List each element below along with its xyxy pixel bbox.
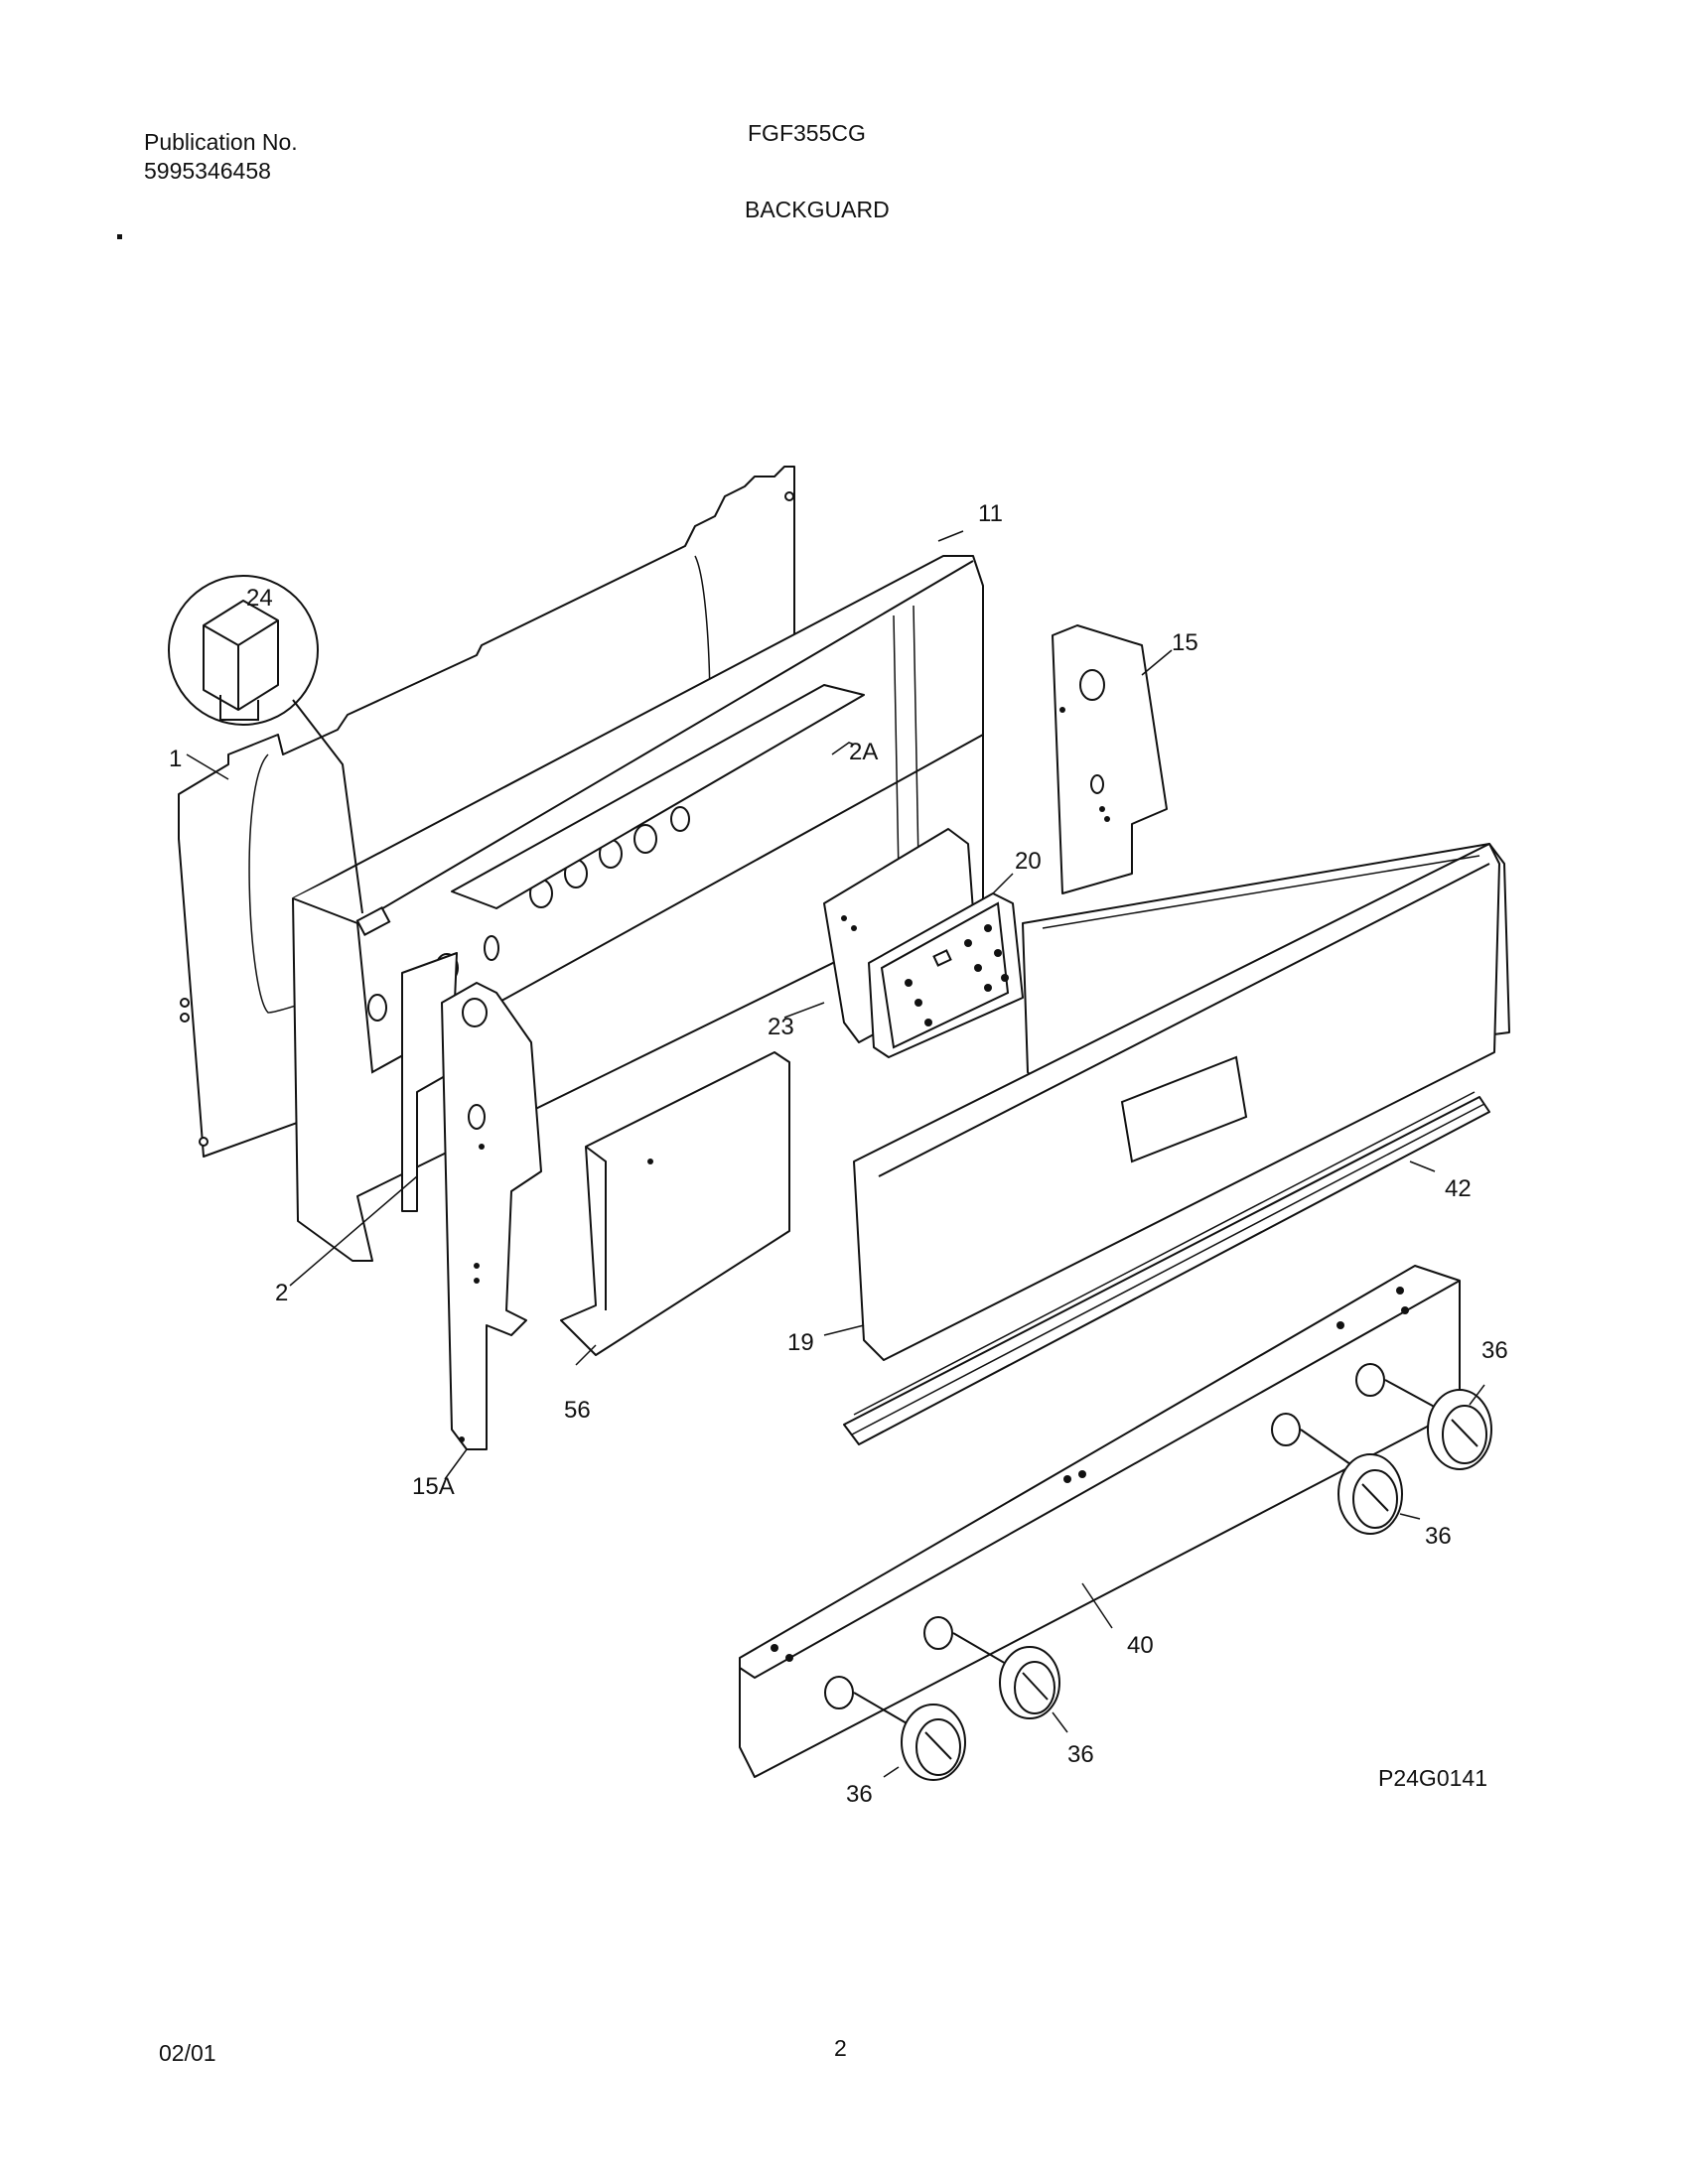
callout-40: 40 <box>1127 1632 1154 1659</box>
part-switch-detail <box>168 575 363 914</box>
callout-19: 19 <box>787 1329 814 1356</box>
section-title: BACKGUARD <box>745 197 890 222</box>
callout-24: 24 <box>246 585 273 612</box>
part-front-console <box>853 843 1510 1361</box>
callout-42: 42 <box>1445 1175 1472 1202</box>
knob-36-b <box>952 1632 1060 1719</box>
knob-36-d <box>1384 1379 1492 1470</box>
footer-date: 02/01 <box>159 2040 216 2066</box>
part-insulation-strip <box>451 684 865 909</box>
callout-11: 11 <box>978 500 1003 527</box>
publication-block: Publication No. 5995346458 <box>144 131 298 189</box>
figure-reference: P24G0141 <box>1378 1765 1487 1791</box>
callout-15: 15 <box>1172 629 1198 656</box>
model-number: FGF355CG <box>748 120 866 146</box>
publication-label: Publication No. <box>144 129 298 155</box>
knob-36-a <box>853 1692 966 1781</box>
page-number: 2 <box>834 2035 847 2061</box>
callout-36-d: 36 <box>1481 1337 1508 1364</box>
callout-36-c: 36 <box>1425 1523 1452 1550</box>
callout-labels: 1 2 2A 11 15 15A 19 20 23 24 36 36 36 36… <box>169 500 1508 1808</box>
part-right-end-bracket <box>1052 624 1168 894</box>
callout-20: 20 <box>1015 848 1042 875</box>
callout-1: 1 <box>169 746 182 772</box>
part-left-end-bracket <box>441 982 542 1450</box>
callout-2: 2 <box>275 1280 288 1306</box>
callout-36-b: 36 <box>1067 1741 1094 1768</box>
publication-number: 5995346458 <box>144 158 271 184</box>
callout-23: 23 <box>768 1014 794 1040</box>
callout-56: 56 <box>564 1397 591 1424</box>
leader-lines <box>186 530 1485 1778</box>
part-heat-shield <box>560 1051 790 1356</box>
part-manifold-panel <box>739 1265 1461 1778</box>
part-trim-strip <box>843 1091 1490 1445</box>
bullet-mark <box>117 234 122 239</box>
callout-15a: 15A <box>412 1473 455 1500</box>
callout-36-a: 36 <box>846 1781 873 1808</box>
callout-2a: 2A <box>849 739 878 765</box>
knob-36-c <box>1300 1429 1403 1535</box>
